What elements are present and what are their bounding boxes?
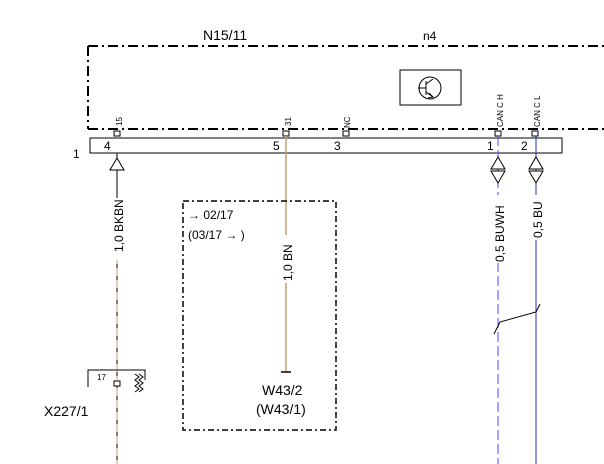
pin-number-5: 5 bbox=[273, 139, 280, 153]
pin-number-1: 1 bbox=[487, 139, 494, 153]
pin-number-3: 3 bbox=[334, 139, 341, 153]
wire-can-l bbox=[528, 136, 544, 464]
pin-signal-15: 15 bbox=[115, 117, 124, 126]
connector-bar bbox=[89, 137, 563, 154]
ground-id: W43/2 bbox=[262, 382, 303, 398]
twisted-pair-marker bbox=[493, 303, 541, 335]
wire-label-15: 1,0 BKBN bbox=[112, 199, 126, 252]
connector-bar-label: 1 bbox=[73, 147, 80, 161]
wire-label-can-l: 0,5 BU bbox=[531, 201, 545, 238]
pin-signal-can-h: CAN C H bbox=[496, 94, 505, 127]
transistor-icon bbox=[399, 69, 462, 106]
component-enclosure bbox=[87, 45, 604, 130]
pin-signal-nc: NC bbox=[343, 116, 352, 128]
connector-x227-1 bbox=[87, 369, 146, 393]
wire-can-h bbox=[490, 136, 506, 464]
component-label: n4 bbox=[423, 29, 437, 43]
wire-label-31: 1,0 BN bbox=[281, 244, 295, 281]
component-id: N15/11 bbox=[203, 27, 247, 43]
wire-15 bbox=[109, 153, 125, 464]
pin-signal-can-l: CAN C L bbox=[533, 95, 542, 127]
pin-signal-31: 31 bbox=[284, 117, 293, 126]
ground-alt: (W43/1) bbox=[256, 401, 306, 417]
connector-id: X227/1 bbox=[44, 403, 89, 419]
pin-number-4: 4 bbox=[104, 139, 111, 153]
wire-label-can-h: 0,5 BUWH bbox=[493, 205, 507, 262]
dated-box-line1: → 02/17 bbox=[188, 208, 234, 222]
dated-box-line2: (03/17 → ) bbox=[188, 228, 245, 242]
connector-pin-17: 17 bbox=[97, 373, 106, 382]
pin-terminals bbox=[113, 130, 539, 137]
dated-variant-box bbox=[182, 200, 337, 431]
pin-number-2: 2 bbox=[521, 139, 528, 153]
